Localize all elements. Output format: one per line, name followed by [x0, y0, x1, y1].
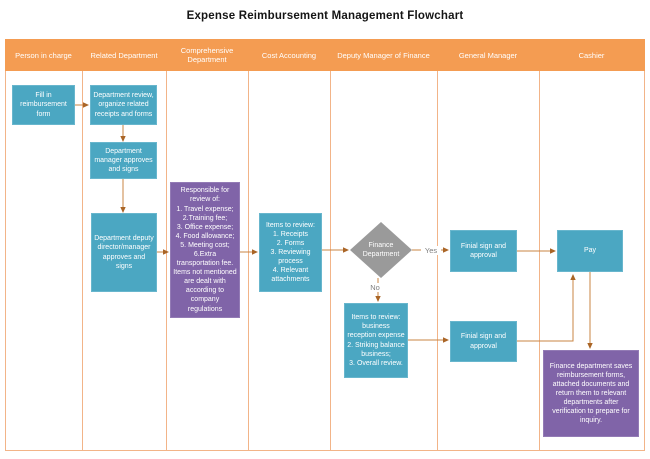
- node-archive-documents: Finance department saves reimbursement f…: [543, 350, 639, 437]
- lane-header-general-manager: General Manager: [458, 50, 518, 60]
- lane-header-cashier: Cashier: [578, 50, 605, 60]
- node-department-review: Department review, organize related rece…: [90, 85, 157, 125]
- flowchart-title: Expense Reimbursement Management Flowcha…: [186, 10, 464, 22]
- lane-divider: [248, 71, 249, 450]
- lane-header-related-department: Related Department: [90, 50, 158, 60]
- connector-items-review-business-to-final-sign-2: [408, 337, 449, 343]
- node-items-to-review-business: Items to review: business reception expe…: [344, 303, 408, 378]
- connector-final-sign-2-to-pay: [517, 274, 576, 342]
- node-final-sign-approval-top: Finial sign and approval: [450, 230, 517, 272]
- node-items-to-review: Items to review: 1. Receipts 2. Forms 3.…: [259, 213, 322, 292]
- node-review-scope: Responsible for review of: 1. Travel exp…: [170, 182, 240, 318]
- lane-divider: [82, 71, 83, 450]
- lane-header-cost-accounting: Cost Accounting: [261, 50, 317, 60]
- lane-header-comprehensive-department: Comprehensive Department: [180, 46, 234, 64]
- swimlane-header-band: [5, 39, 645, 71]
- lane-divider: [539, 71, 540, 450]
- connector-review-scope-to-items-review: [240, 249, 258, 255]
- node-fill-reimbursement-form: Fill in reimbursement form: [12, 85, 75, 125]
- connector-pay-to-archive: [587, 272, 593, 349]
- node-final-sign-approval-bottom: Finial sign and approval: [450, 321, 517, 362]
- connector-final-sign-1-to-pay: [517, 248, 556, 254]
- node-department-deputy-signs: Department deputy director/manager appro…: [91, 213, 157, 292]
- connector-dept-review-to-dept-manager: [120, 125, 126, 142]
- lane-divider: [166, 71, 167, 450]
- edge-label-no: No: [367, 283, 383, 292]
- lane-divider: [644, 71, 645, 450]
- edge-label-yes: Yes: [421, 246, 441, 255]
- lane-divider: [330, 71, 331, 450]
- node-pay: Pay: [557, 230, 623, 272]
- connector-items-review-to-decision: [322, 247, 349, 253]
- bottom-border: [5, 450, 645, 451]
- node-department-manager-signs: Department manager approves and signs: [90, 142, 157, 179]
- connector-dept-manager-to-dept-deputy: [120, 179, 126, 213]
- lane-divider: [437, 71, 438, 450]
- lane-header-deputy-manager-of-finance: Deputy Manager of Finance: [337, 50, 430, 60]
- lane-divider: [5, 71, 6, 450]
- lane-header-person-in-charge: Person in charge: [15, 50, 72, 60]
- node-finance-department-decision: Finance Department: [350, 222, 412, 278]
- connector-dept-deputy-to-review-scope: [157, 249, 169, 255]
